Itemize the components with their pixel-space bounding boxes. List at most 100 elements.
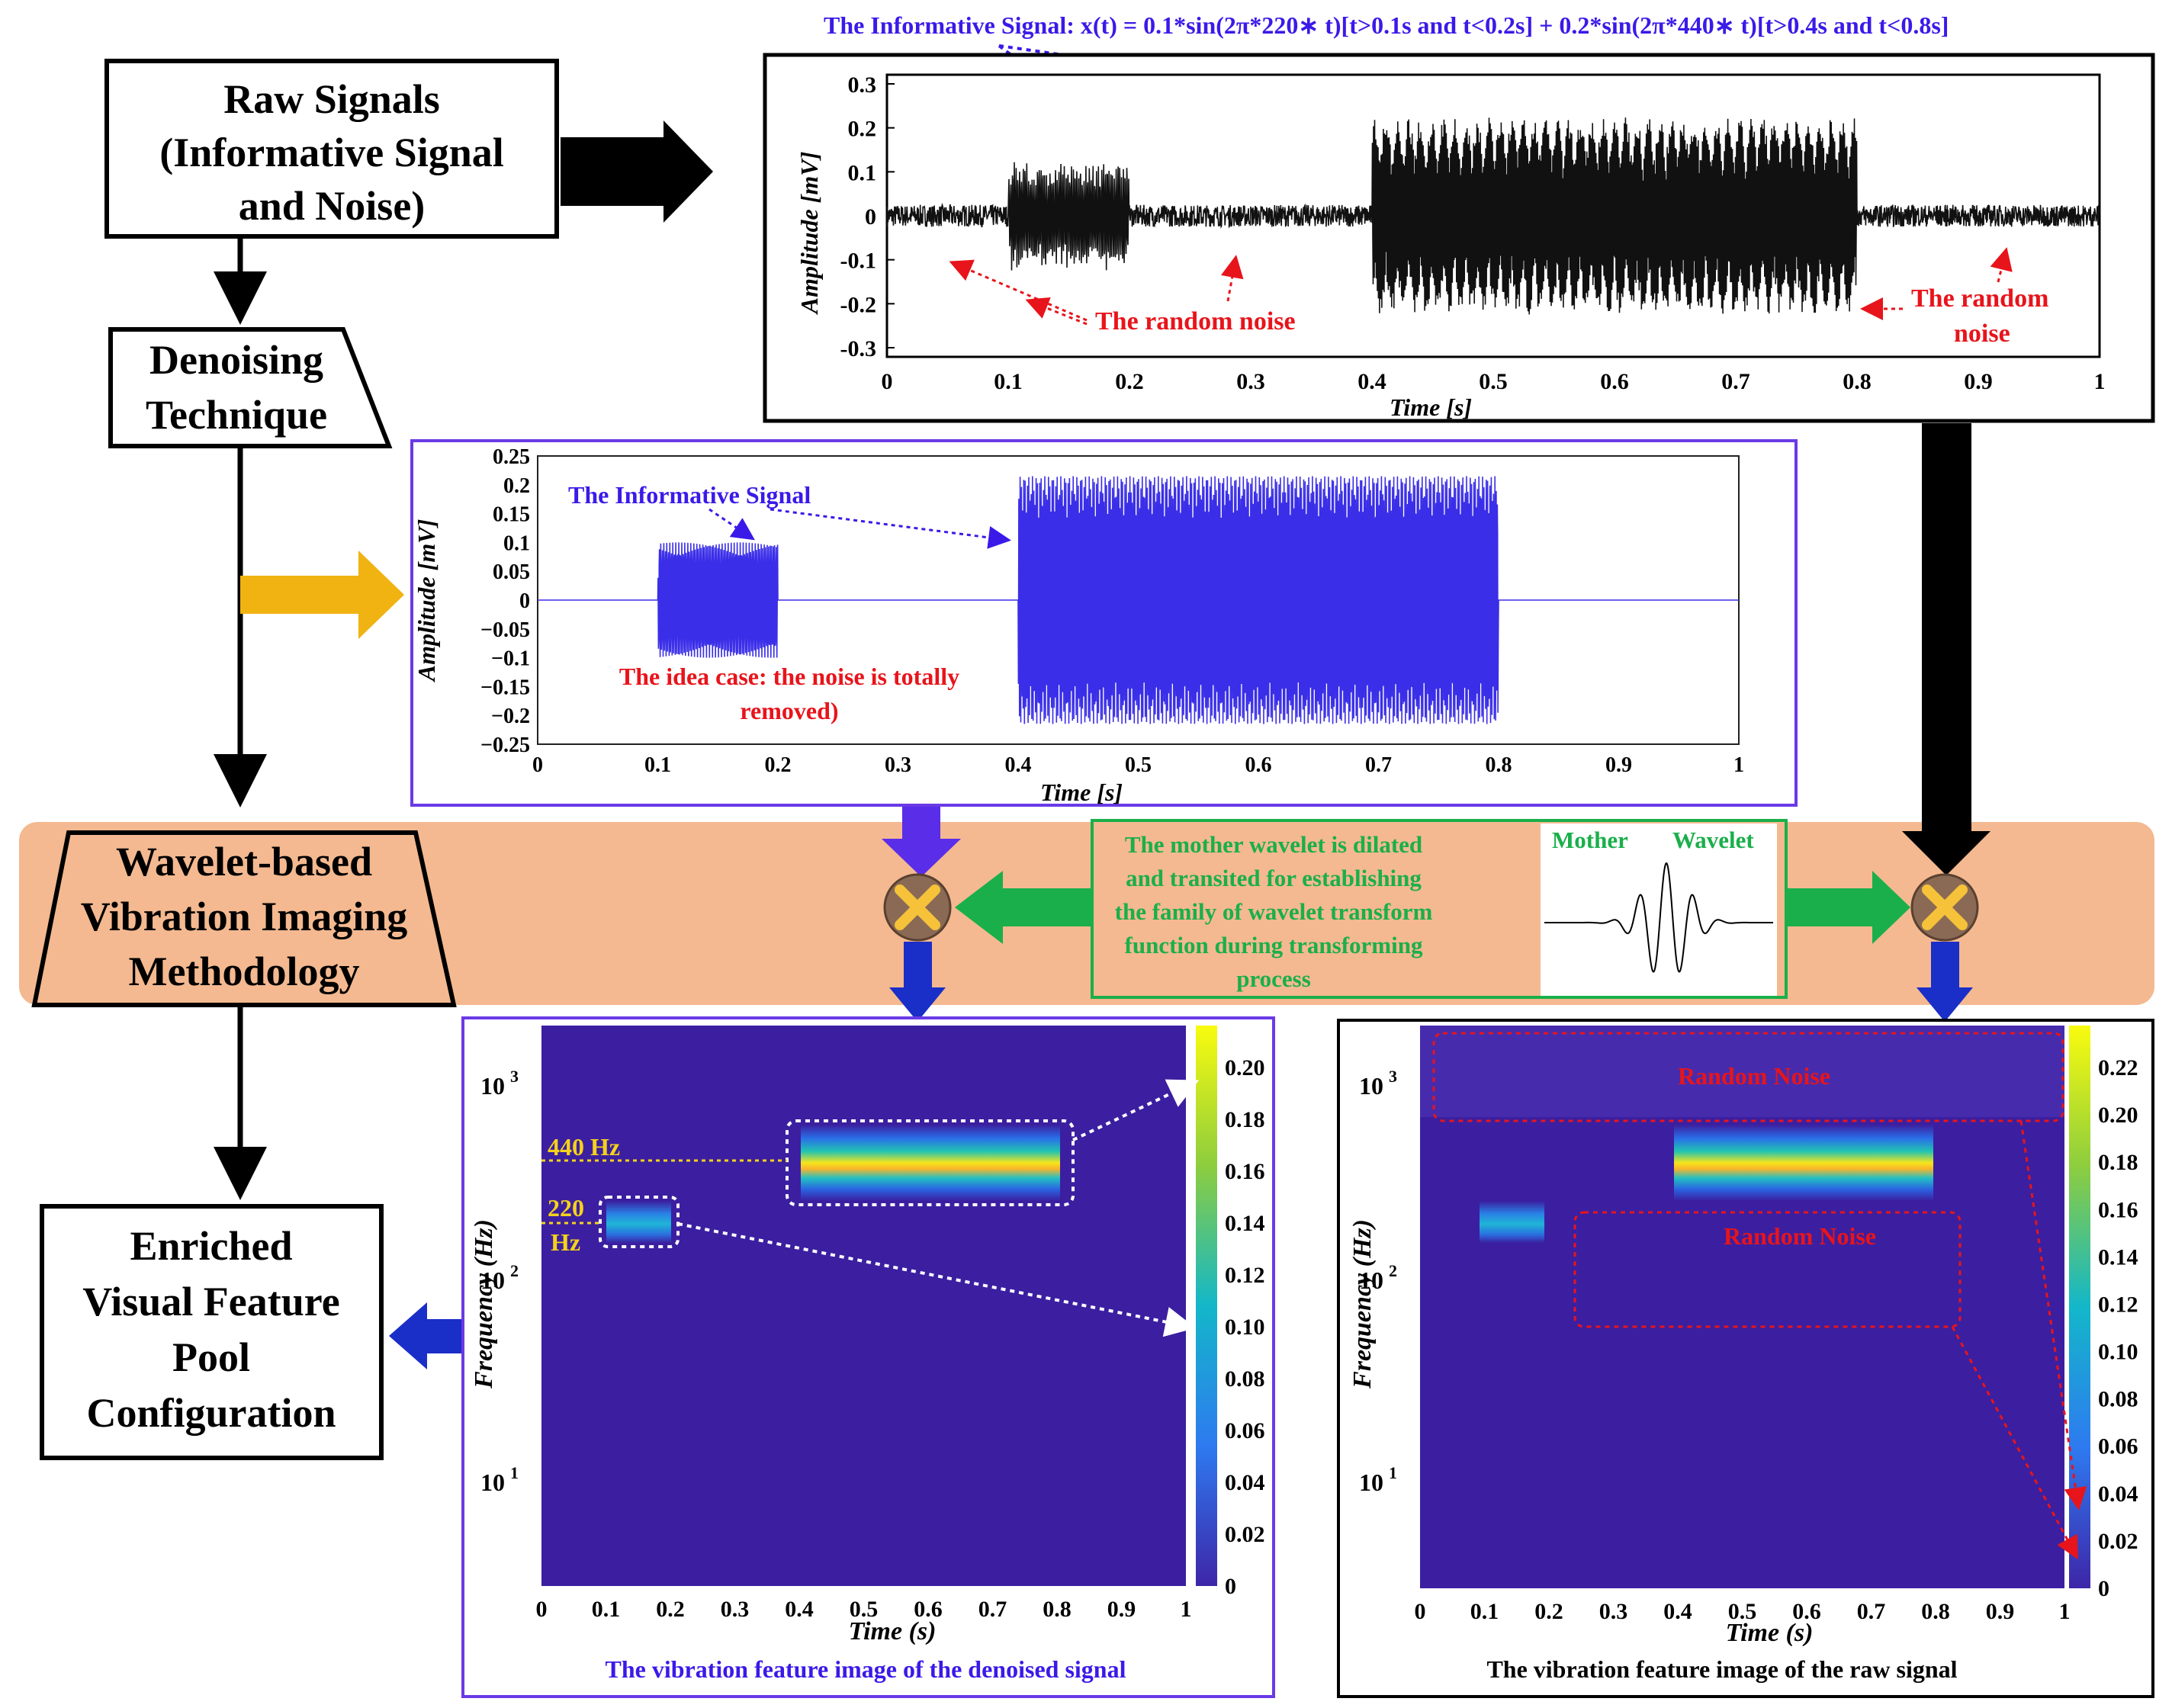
green-arrow-right (1785, 871, 1910, 944)
right-xtick: 1 (2059, 1599, 2071, 1624)
left-cbar-tick: 0.14 (1225, 1211, 1265, 1236)
flow-wavelet-line-1: Wavelet-based (116, 839, 372, 884)
left-ytick: 10 (480, 1469, 505, 1496)
label-220-hz: Hz (551, 1228, 580, 1256)
left-ytick-exp: 3 (510, 1067, 519, 1086)
label-220: 220 (548, 1194, 584, 1222)
right-spec-arrow (1917, 942, 1973, 1022)
right-cbar-tick: 0.20 (2098, 1103, 2138, 1128)
right-band-440 (1674, 1125, 1933, 1201)
clean-plot-ylabel: Amplitude [mV] (413, 519, 440, 682)
clean-xtick: 0.3 (885, 753, 911, 777)
clean-pointer-1 (708, 508, 755, 541)
clean-plot-xlabel: Time [s] (1040, 779, 1123, 806)
raw-xtick: 0.6 (1600, 369, 1629, 394)
raw-xtick: 0.2 (1115, 369, 1144, 394)
right-band-220 (1480, 1201, 1544, 1243)
mother-wavelet-inset (1541, 824, 1777, 996)
clean-xtick: 0.9 (1605, 753, 1632, 777)
raw-xtick: 1 (2094, 369, 2106, 394)
clean-xtick: 0.1 (644, 753, 671, 777)
flow-denoise-line-1: Denoising (149, 337, 323, 383)
mother-label-b: Wavelet (1672, 827, 1754, 853)
clean-down-arrow (882, 807, 961, 877)
left-xtick: 0.6 (914, 1597, 943, 1622)
raw-signal-trace (886, 117, 2100, 315)
right-noise-box-mid (1573, 1211, 1962, 1328)
left-cbar-tick: 0.06 (1225, 1418, 1265, 1443)
flow-raw-line-3: and Noise) (239, 183, 426, 229)
flow-wavelet-box: Wavelet-based Vibration Imaging Methodol… (31, 830, 457, 1007)
flow-pool-line-1: Enriched (130, 1223, 292, 1269)
raw-plot-xlabel: Time [s] (1390, 393, 1472, 421)
right-ytick: 10 (1359, 1267, 1383, 1294)
right-image-ylabel: Frequency (Hz) (1348, 1219, 1377, 1389)
right-colorbar-ticks: 0.220.200.180.160.140.120.100.080.060.04… (2098, 1055, 2138, 1601)
raw-ytick: 0.3 (848, 72, 877, 98)
left-cbar-tick: 0.16 (1225, 1159, 1265, 1184)
left-xtick: 0 (536, 1597, 548, 1622)
flow-wavelet-line-3: Methodology (129, 949, 360, 994)
right-cbar-tick: 0.18 (2098, 1150, 2138, 1175)
clean-signal-trace (538, 476, 1739, 724)
left-xtick: 0.3 (721, 1597, 750, 1622)
right-cbar-tick: 0.06 (2098, 1434, 2138, 1459)
noise-pointer-e (1990, 247, 2013, 283)
clean-ytick: 0.2 (503, 474, 530, 498)
flow-pool-line-2: Visual Feature (82, 1279, 339, 1324)
left-colorbar-ticks: 0.200.180.160.140.120.100.080.060.040.02… (1225, 1055, 1265, 1599)
left-xtick: 0.9 (1107, 1597, 1136, 1622)
clean-ytick: −0.2 (491, 705, 530, 728)
wavelet-note-line-1: The mother wavelet is dilated (1125, 831, 1422, 858)
flow-denoise-box: Denoising Technique (108, 327, 393, 448)
raw-xtick: 0.7 (1721, 369, 1750, 394)
clean-pointer-2 (770, 508, 1011, 549)
right-ytick-exp: 2 (1389, 1261, 1397, 1280)
clean-ytick: −0.15 (480, 676, 530, 699)
clean-ytick: 0.05 (493, 560, 530, 584)
multiply-node-left (883, 873, 952, 942)
raw-ytick: -0.3 (840, 336, 877, 361)
clean-ytick: −0.05 (480, 618, 530, 642)
left-cbar-tick: 0.18 (1225, 1107, 1265, 1132)
raw-xtick: 0.3 (1236, 369, 1265, 394)
flow-raw-line-2: (Informative Signal (159, 130, 504, 175)
raw-noise-label-2: The random (1911, 284, 2048, 313)
left-image-ylabel: Frequency (Hz) (470, 1219, 498, 1389)
clean-xtick: 0.2 (765, 753, 792, 777)
right-noise-label-top: Random Noise (1678, 1062, 1830, 1090)
left-220-highlight (599, 1196, 680, 1248)
clean-ytick: 0.15 (493, 503, 530, 527)
ideal-case-line-2: removed) (740, 697, 838, 724)
left-xtick: 0.5 (850, 1597, 879, 1622)
raw-ytick: 0.1 (848, 160, 877, 185)
mother-wavelet-curve (1544, 862, 1773, 973)
right-spectrogram-bg (1420, 1026, 2064, 1588)
wavelet-note-line-5: process (1236, 965, 1311, 992)
raw-ytick: 0 (865, 204, 876, 230)
right-ytick-exp: 1 (1389, 1463, 1397, 1482)
clean-xtick: 0.4 (1005, 753, 1032, 777)
raw-plot-ylabel: Amplitude [mV] (795, 152, 823, 315)
clean-ytick: 0.25 (493, 445, 530, 469)
raw-ytick: -0.1 (840, 249, 877, 274)
clean-ytick: −0.25 (480, 734, 530, 757)
clean-ytick: −0.1 (491, 647, 530, 671)
noise-pointer-a (949, 259, 1088, 322)
raw-xtick: 0.5 (1479, 369, 1508, 394)
left-ytick: 10 (480, 1267, 505, 1294)
green-arrow-left (955, 871, 1091, 944)
wavelet-note-line-4: function during transforming (1125, 932, 1423, 958)
flow-pool-box: Enriched Visual Feature Pool Configurati… (40, 1204, 384, 1460)
clean-xtick: 0.7 (1365, 753, 1392, 777)
flow-raw-box: Raw Signals (Informative Signal and Nois… (104, 59, 559, 239)
right-xtick: 0.7 (1857, 1599, 1886, 1624)
left-band-220 (606, 1201, 671, 1243)
right-colorbar (2069, 1026, 2090, 1588)
